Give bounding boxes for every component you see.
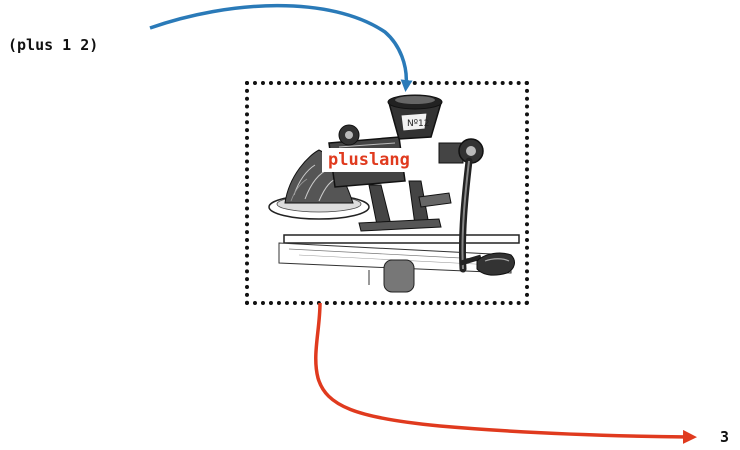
meat-grinder-illustration: Nº12 <box>268 94 520 293</box>
interpreter-label: pluslang <box>322 148 416 172</box>
svg-text:Nº12: Nº12 <box>407 119 429 129</box>
input-code-label: (plus 1 2) <box>8 36 99 54</box>
output-value-label: 3 <box>720 428 730 446</box>
interpreter-box: Nº12 <box>245 81 529 305</box>
